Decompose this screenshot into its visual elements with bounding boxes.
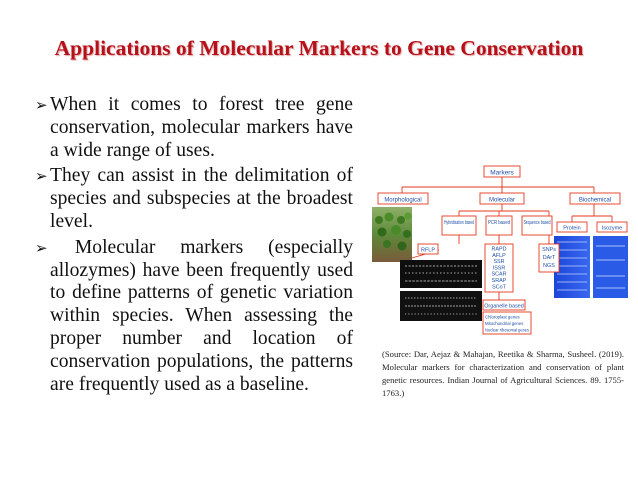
diagram-marker-label: SCAR [492,272,507,278]
bullet-text: When it comes to forest tree gene conser… [50,94,353,161]
diagram-type-label: PCR based [488,220,510,226]
bullet-item: ➢When it comes to forest tree gene conse… [35,94,353,162]
bullet-item: ➢They can assist in the delimitation of … [35,165,353,233]
diagram-marker-label: Isozyme [602,226,622,232]
isozyme-gel-image [593,236,628,298]
diagram-gene-label: Mitochondrial genes [485,321,523,326]
diagram-type-label: Sequence based [524,220,551,226]
plant-field-photo [372,207,412,262]
diagram-marker-label: DArT [543,255,556,261]
diagram-marker-label: Protein [563,226,580,232]
diagram-marker-label: AFLP [492,253,506,259]
diagram-marker-label: NGS [543,263,555,269]
bullet-list: ➢When it comes to forest tree gene conse… [35,94,353,399]
diagram-organelle-label: Organelle based [484,304,524,310]
diagram-root-label: Markers [490,170,514,177]
diagram-marker-label: RAPD [492,247,507,253]
diagram-marker-label: ISSR [493,265,506,271]
bullet-item: ➢ Molecular markers (especially allozyme… [35,237,353,397]
diagram-marker-label: SRAP [492,278,507,284]
arrow-bullet-icon: ➢ [35,96,48,114]
markers-diagram: Markers Morphological Molecular Biochemi… [372,165,628,335]
diagram-category-label: Molecular [489,197,515,203]
diagram-marker-label: SNPs [542,247,556,253]
bullet-text: Molecular markers (especially allozymes)… [50,236,358,395]
diagram-type-label: Hybridisation based [444,220,474,226]
bullet-text: They can assist in the delimitation of s… [50,165,353,232]
diagram-marker-label: SCoT [492,284,506,290]
source-citation: (Source: Dar, Aejaz & Mahajan, Reetika &… [382,349,624,398]
diagram-marker-label: SSR [493,259,504,265]
slide-title: Applications of Molecular Markers to Gen… [54,36,584,60]
diagram-gene-label: Chloroplast genes [485,315,520,320]
diagram-category-label: Biochemical [579,197,611,203]
diagram-marker-label: RFLP [421,248,435,254]
arrow-bullet-icon: ➢ [35,167,48,186]
diagram-gene-label: Nuclear ribosomal genes [485,328,529,333]
dna-gel-image [400,260,482,321]
diagram-category-label: Morphological [384,197,421,203]
arrow-bullet-icon: ➢ [35,238,48,257]
protein-gel-image [554,236,590,298]
